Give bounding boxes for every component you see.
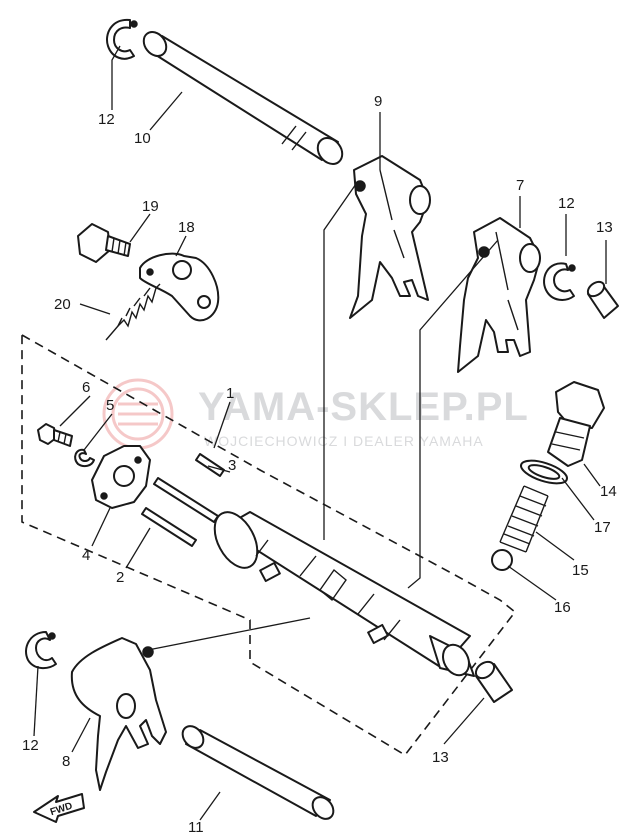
part-2-pins	[141, 477, 219, 547]
callout-16: 16	[554, 599, 571, 616]
callout-20: 20	[54, 296, 71, 313]
watermark: YAMA-SKLEP.PL WOJCIECHOWICZ I DEALER YAM…	[102, 378, 529, 450]
part-6-screw	[37, 423, 73, 447]
part-9-shift-fork	[349, 155, 431, 319]
callout-1: 1	[226, 385, 234, 402]
callout-3: 3	[228, 457, 236, 474]
part-5-washer	[74, 448, 95, 468]
part-20-spring	[105, 283, 161, 341]
callout-9: 9	[374, 93, 382, 110]
callout-15: 15	[572, 562, 589, 579]
part-11-shift-fork-shaft-lower	[181, 725, 335, 820]
part-3-pin	[195, 453, 225, 477]
callout-17: 17	[594, 519, 611, 536]
callout-10: 10	[134, 130, 151, 147]
watermark-logo	[102, 378, 174, 450]
part-12-circlip-top	[106, 18, 138, 60]
watermark-subtitle: WOJCIECHOWICZ I DEALER YAMAHA	[204, 433, 484, 449]
part-13-dowel-upper	[586, 280, 619, 319]
callout-labels: 12 10 9 19 18 20 7 12 13 6 5 1 3 14 17 4…	[22, 93, 617, 836]
part-10-shift-fork-shaft-upper	[142, 31, 344, 165]
callout-6: 6	[82, 379, 90, 396]
fwd-arrow-badge: FWD	[33, 793, 85, 823]
callout-11: 11	[188, 819, 204, 836]
callout-2: 2	[116, 569, 124, 586]
callout-12-top: 12	[98, 111, 115, 128]
callout-19: 19	[142, 198, 159, 215]
part-8-shift-fork	[70, 637, 167, 791]
callout-7: 7	[516, 177, 524, 194]
part-19-bolt	[77, 223, 131, 263]
leader-lines	[33, 45, 607, 821]
callout-4: 4	[82, 547, 90, 564]
watermark-title: YAMA-SKLEP.PL	[198, 385, 529, 429]
callout-13-lower: 13	[432, 749, 449, 766]
part-18-stopper-lever	[139, 252, 220, 322]
part-12-circlip-lower	[25, 631, 57, 670]
callout-13-top: 13	[596, 219, 613, 236]
part-17-gasket	[520, 459, 568, 485]
part-16-ball	[491, 549, 513, 571]
shift-drum	[213, 511, 475, 677]
part-14-plug	[547, 381, 605, 467]
callout-12-right: 12	[558, 195, 575, 212]
part-12-circlip-right	[543, 262, 576, 301]
callout-14: 14	[600, 483, 617, 500]
callout-5: 5	[106, 397, 114, 414]
part-7-shift-fork	[457, 217, 541, 373]
callout-12-lower: 12	[22, 737, 39, 754]
part-13-dowel-lower	[474, 660, 513, 703]
callout-8: 8	[62, 753, 70, 770]
callout-18: 18	[178, 219, 195, 236]
part-4-segment-plate	[91, 445, 151, 509]
part-15-spring	[499, 485, 549, 553]
